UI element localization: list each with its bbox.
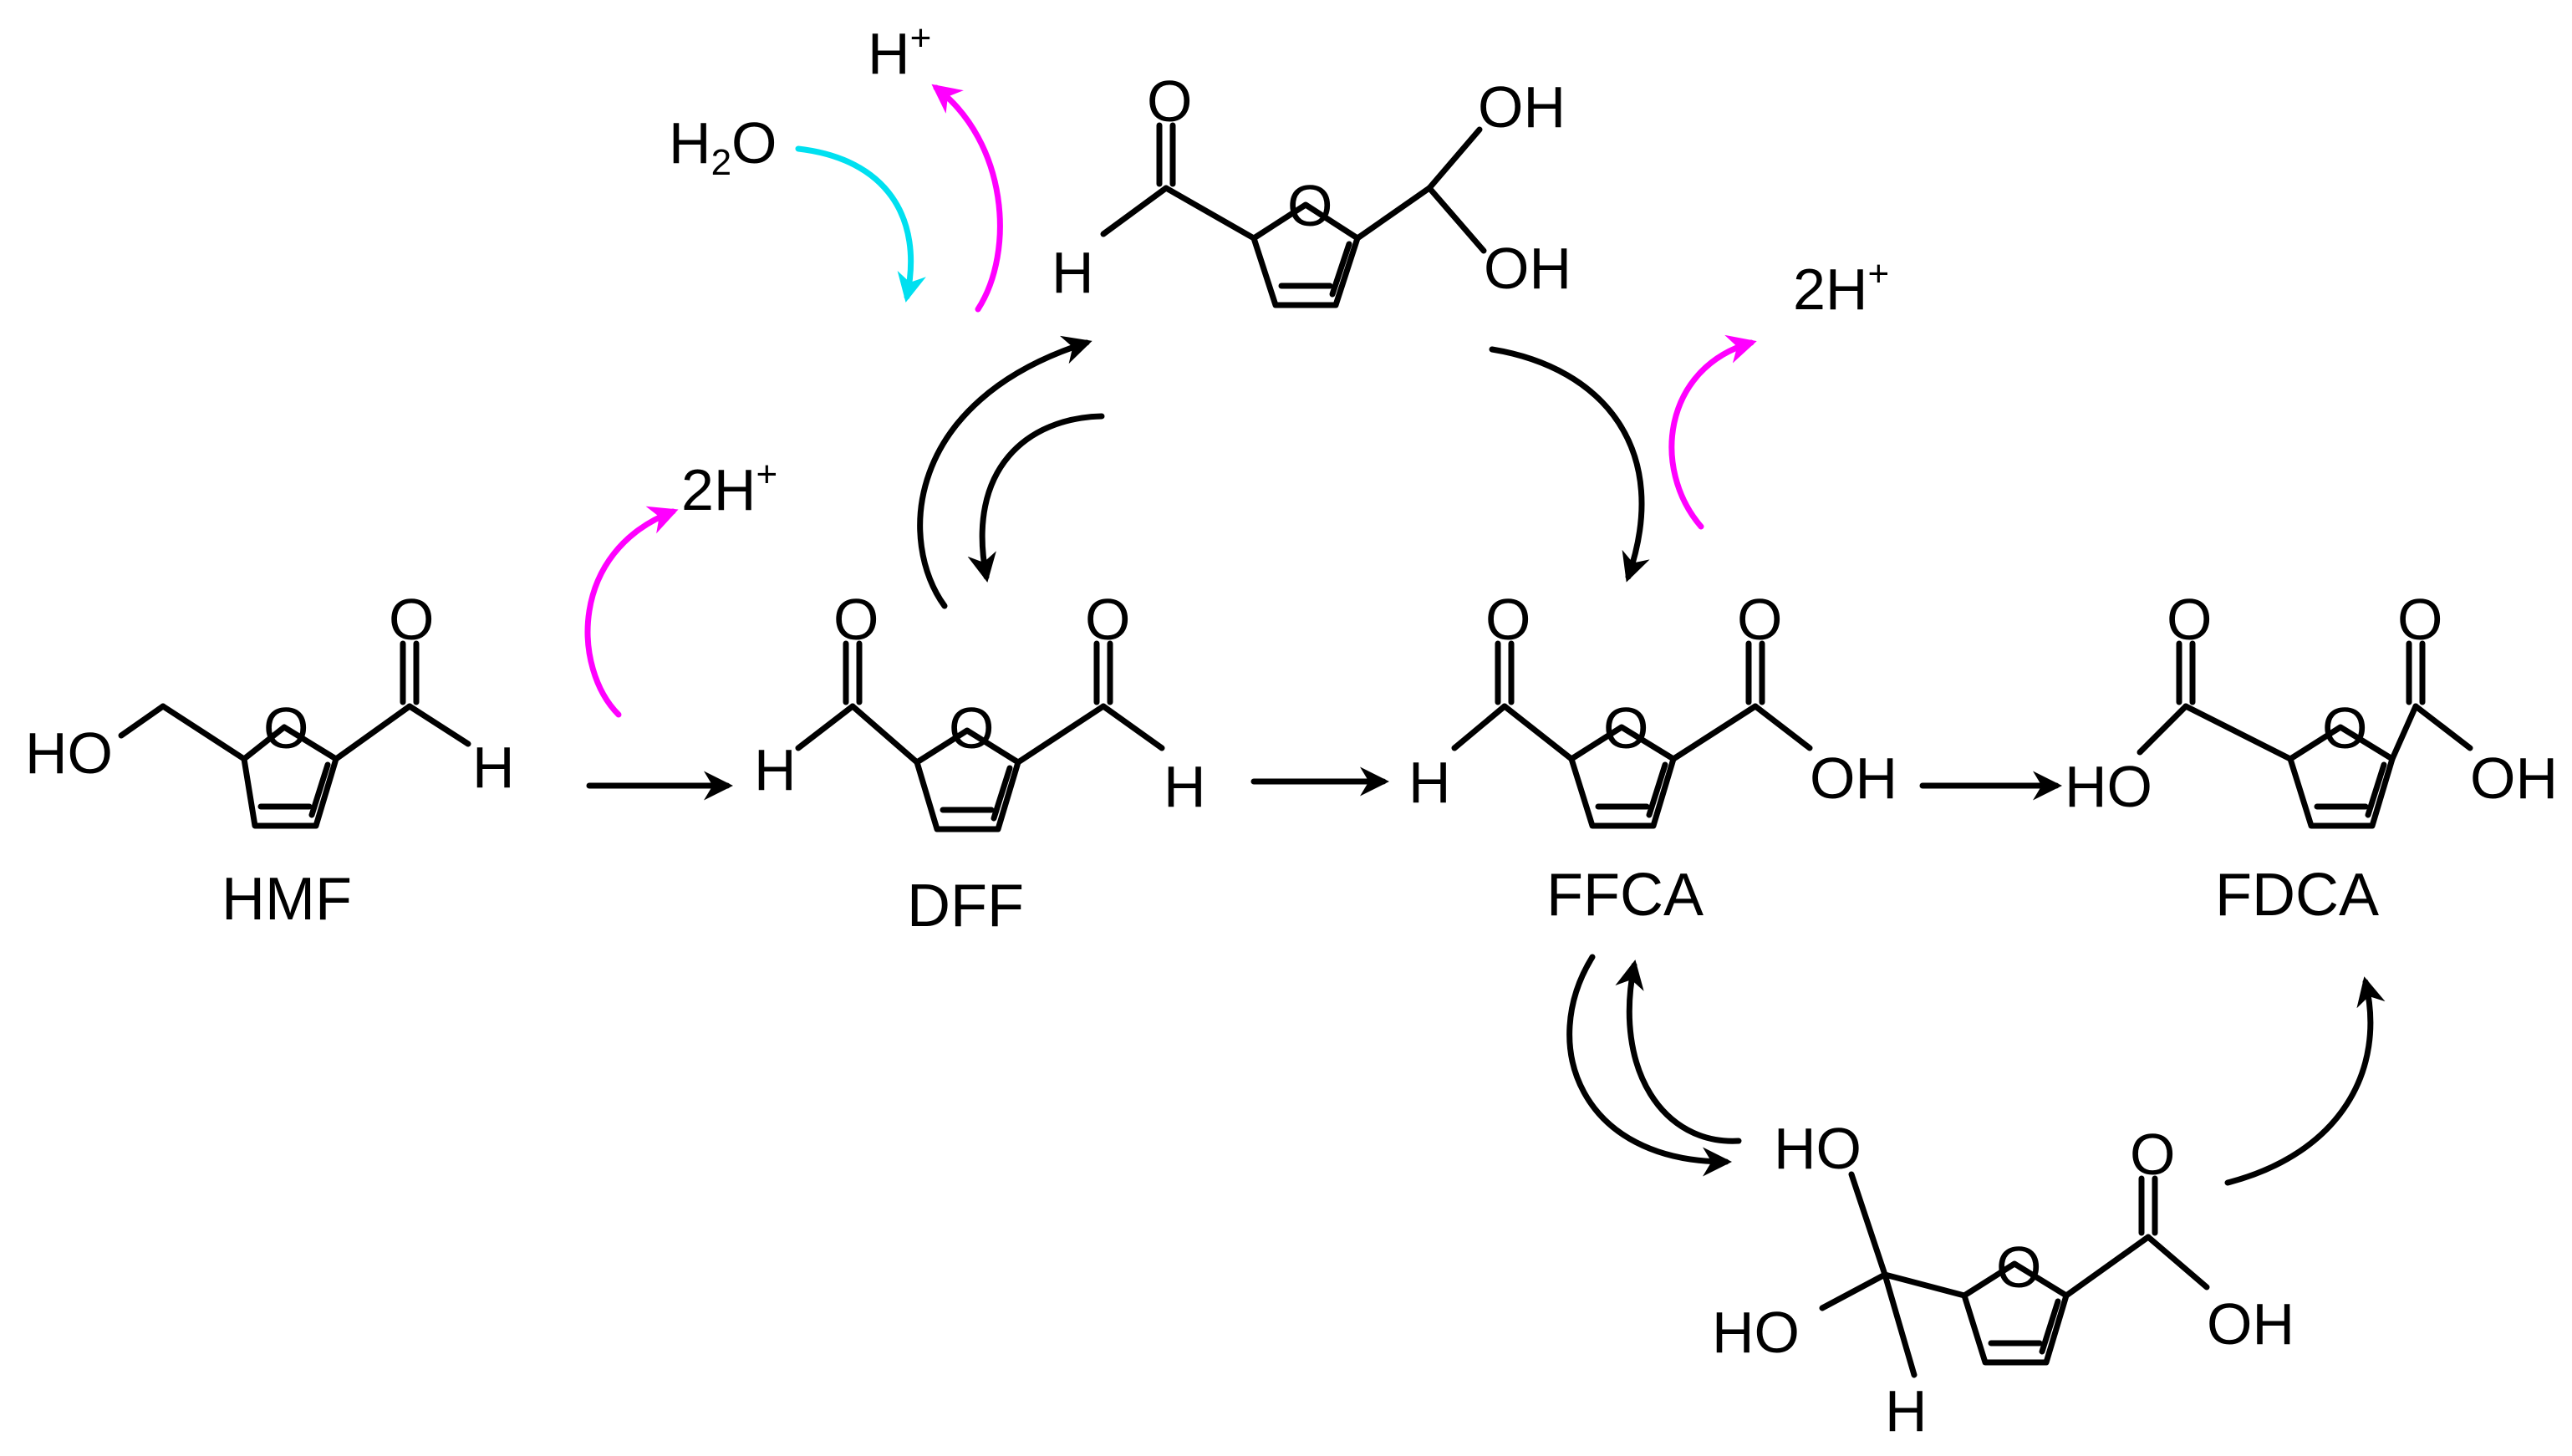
dff-structure: O O H O H DFF <box>754 587 1206 939</box>
svg-text:2H+: 2H+ <box>681 454 777 522</box>
furan-ring <box>241 724 339 829</box>
arrow-gem-diol-top-to-ffca <box>1489 346 1650 583</box>
left-acid-hydroxyl: HO <box>2065 754 2152 819</box>
acid-oxygen: O <box>1737 587 1782 652</box>
arrow-dff-to-gem-diol-top <box>917 335 1092 609</box>
right-acid-oxygen: O <box>2397 587 2442 652</box>
two-proton-left-label: 2H+ <box>681 454 777 522</box>
ring-oxygen: O <box>263 695 308 761</box>
svg-text:H+: H+ <box>868 18 931 86</box>
arrow-gem-diol-bottom-to-fdca <box>2224 976 2386 1186</box>
arrow-gem-diol-bottom-to-ffca <box>1615 960 1742 1144</box>
water-addition-arrow <box>795 145 926 303</box>
furan-ring <box>1250 201 1361 308</box>
dff-name: DFF <box>907 873 1024 939</box>
aldehyde-oxygen: O <box>389 587 434 652</box>
proton-release-arrow-left <box>584 506 679 718</box>
furan-ring <box>1961 1260 2070 1366</box>
cho-bond <box>333 703 413 762</box>
aldehyde-hydrogen: H <box>472 735 515 800</box>
hydroxyl-left: HO <box>1712 1300 1800 1365</box>
hydroxyl-top: HO <box>1774 1116 1862 1181</box>
ring-oxygen: O <box>1287 173 1332 238</box>
furan-ring <box>2287 724 2396 829</box>
hmf-name: HMF <box>222 866 352 933</box>
aldehyde-hydrogen: H <box>1408 750 1451 815</box>
proton-top-label: H+ <box>868 18 931 86</box>
ffca-name: FFCA <box>1546 862 1704 929</box>
left-aldehyde-oxygen: O <box>833 587 879 652</box>
hydroxyl-top: OH <box>1478 74 1566 140</box>
hydrogen-bottom: H <box>1885 1378 1928 1443</box>
hydroxyl-label: HO <box>25 720 113 786</box>
right-aldehyde-oxygen: O <box>1085 587 1130 652</box>
proton-release-arrow-right <box>1668 334 1757 530</box>
left-acid-oxygen: O <box>2167 587 2212 652</box>
acid-oxygen: O <box>2130 1122 2175 1187</box>
water-label: H2O <box>669 110 777 183</box>
ring-oxygen: O <box>2322 695 2367 761</box>
hydroxyl-bottom: OH <box>1484 236 1571 301</box>
fdca-name: FDCA <box>2215 862 2379 929</box>
oh-bond <box>118 703 166 739</box>
acid-hydroxyl: OH <box>2207 1291 2294 1357</box>
right-acid-hydroxyl: OH <box>2470 746 2558 811</box>
arrow-gem-diol-top-to-dff <box>967 413 1105 583</box>
aldehyde-oxygen: O <box>1147 69 1192 134</box>
hmf-structure: O HO O H HMF <box>25 587 515 933</box>
left-aldehyde-hydrogen: H <box>754 737 797 802</box>
proton-release-arrow-top <box>931 84 1003 313</box>
arrow-ffca-to-gem-diol-bottom <box>1566 954 1732 1177</box>
ring-oxygen: O <box>1996 1235 2041 1300</box>
ring-oxygen: O <box>949 695 994 761</box>
right-aldehyde-hydrogen: H <box>1164 754 1206 819</box>
ch-bond <box>406 703 471 747</box>
svg-text:2H+: 2H+ <box>1793 253 1889 322</box>
furan-ring <box>914 727 1021 832</box>
fdca-structure: O O HO O OH FDCA <box>2065 587 2558 929</box>
aldehyde-oxygen: O <box>1485 587 1530 652</box>
ring-oxygen: O <box>1603 695 1648 761</box>
gem-diol-bottom-structure: O HO HO H O OH <box>1712 1116 2294 1443</box>
acid-hydroxyl: OH <box>1810 746 1897 811</box>
furan-ring <box>1568 724 1677 829</box>
ch2-bond <box>160 703 247 762</box>
aldehyde-hydrogen: H <box>1052 240 1094 305</box>
two-proton-right-label: 2H+ <box>1793 253 1889 322</box>
ffca-structure: O O H O OH FFCA <box>1408 587 1897 929</box>
gem-diol-top-structure: O O H OH OH <box>1052 69 1571 308</box>
svg-text:H2O: H2O <box>669 110 777 183</box>
